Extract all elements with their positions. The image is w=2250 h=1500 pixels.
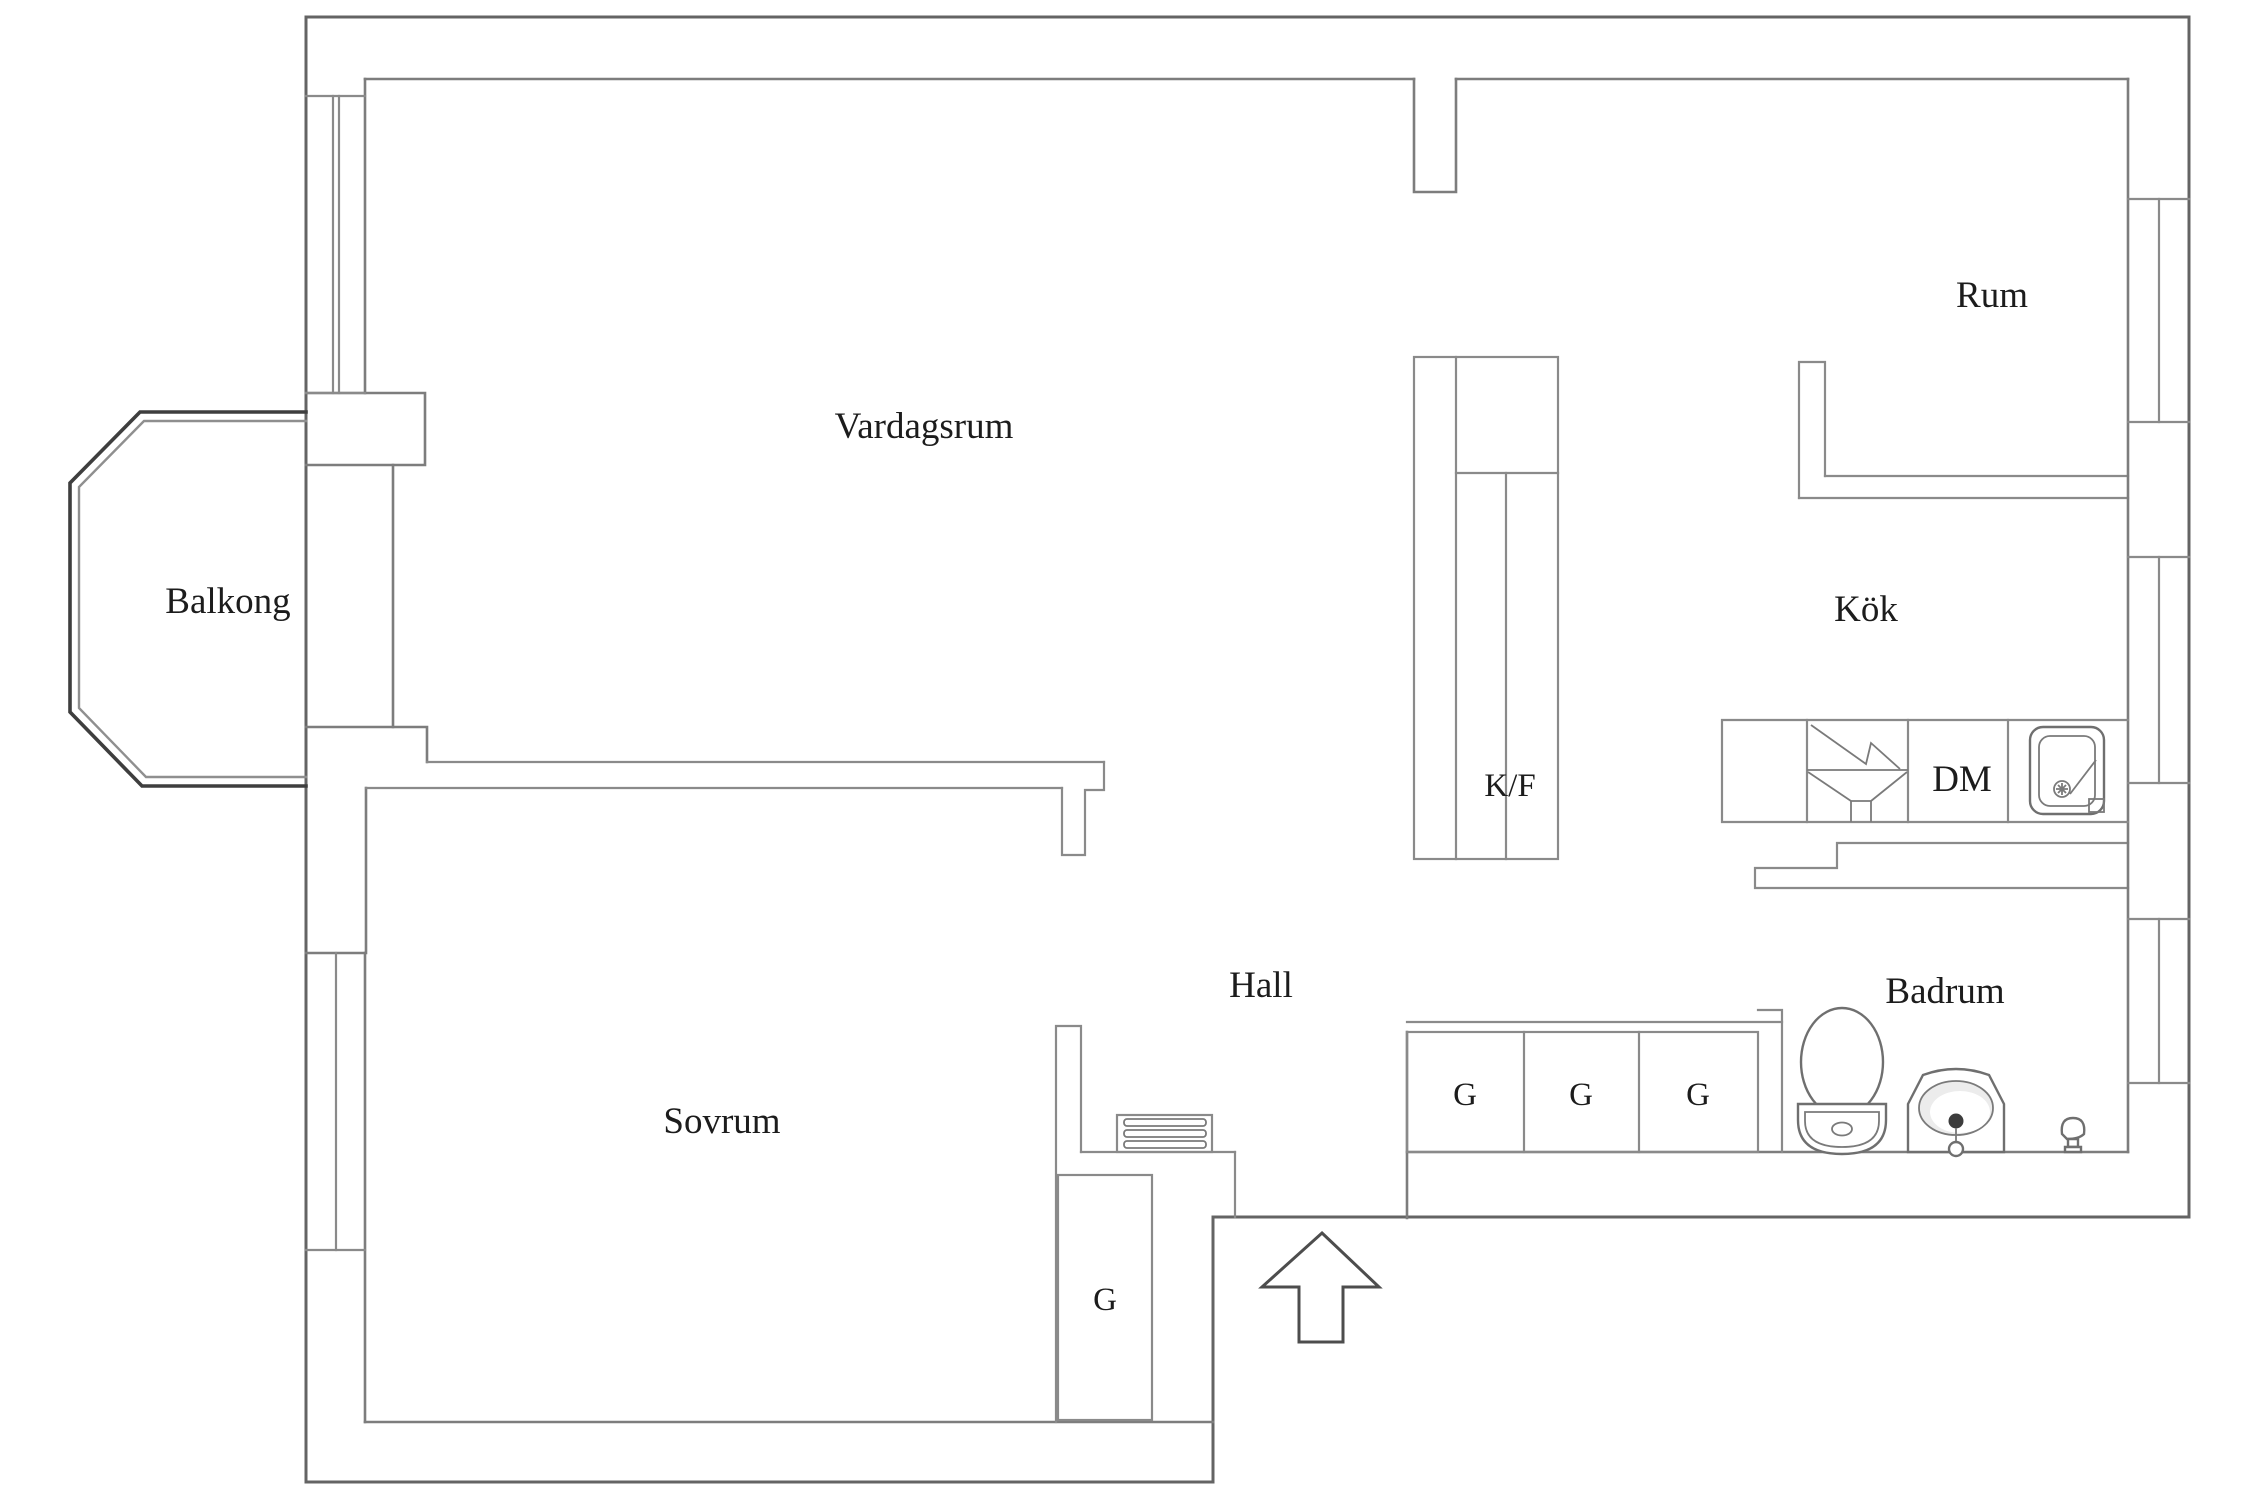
window-kok bbox=[2126, 555, 2191, 785]
sovrum-wardrobe bbox=[1056, 1173, 1154, 1422]
window-badrum bbox=[2126, 917, 2191, 1085]
kitchen-sink-icon bbox=[2028, 725, 2106, 816]
room-label-kok: Kök bbox=[1834, 589, 1898, 630]
room-labels: Vardagsrum Balkong Rum Kök K/F DM Hall S… bbox=[165, 275, 2028, 1318]
duct-notch bbox=[1412, 77, 1458, 194]
label-g1: G bbox=[1453, 1077, 1477, 1113]
room-label-hall: Hall bbox=[1229, 965, 1293, 1006]
room-label-rum: Rum bbox=[1956, 275, 2028, 316]
window-rum bbox=[2126, 197, 2191, 424]
room-label-balkong: Balkong bbox=[165, 581, 290, 622]
entrance-arrow-icon bbox=[1258, 1230, 1383, 1344]
washbasin-icon bbox=[1906, 1067, 2006, 1158]
window-sovrum bbox=[304, 951, 367, 1252]
label-kf: K/F bbox=[1484, 768, 1535, 804]
label-g3: G bbox=[1686, 1077, 1710, 1113]
windows bbox=[304, 94, 2191, 1252]
kf-shaft bbox=[1412, 355, 1560, 861]
balcony-outline bbox=[68, 410, 308, 788]
label-g4: G bbox=[1093, 1282, 1117, 1318]
floor-tap-icon bbox=[2060, 1116, 2086, 1154]
label-g2: G bbox=[1569, 1077, 1593, 1113]
window-vardagsrum bbox=[304, 94, 367, 395]
exterior-walls bbox=[304, 15, 2191, 1484]
kitchen-counter bbox=[1720, 718, 2130, 824]
bathroom-fixtures bbox=[1796, 1006, 2086, 1158]
label-dm: DM bbox=[1932, 759, 1992, 800]
stove-icon bbox=[1807, 724, 1908, 822]
room-label-badrum: Badrum bbox=[1885, 971, 2004, 1012]
toilet-icon bbox=[1796, 1006, 1888, 1156]
vent-grille-icon bbox=[1115, 1113, 1214, 1154]
wardrobe-closets bbox=[1056, 1030, 1760, 1422]
interior-walls bbox=[304, 77, 2130, 1424]
room-label-sovrum: Sovrum bbox=[663, 1101, 780, 1142]
room-label-vardagsrum: Vardagsrum bbox=[835, 406, 1014, 447]
